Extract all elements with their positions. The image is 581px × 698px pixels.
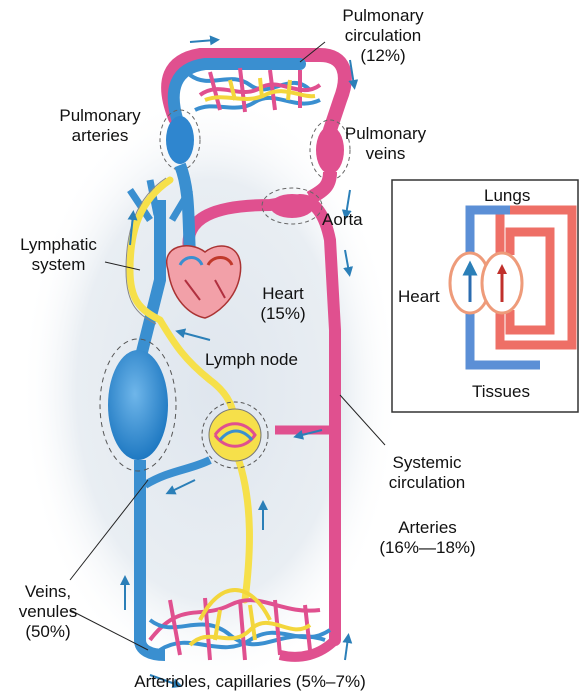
pulmonary-veins-label: Pulmonary veins [333,124,438,164]
systemic-circulation-label: Systemic circulation [372,453,482,493]
pulmonary-artery-bulb [166,116,194,164]
inset-lungs-label: Lungs [484,186,530,206]
pulmonary-arteries-label: Pulmonary arteries [40,106,160,146]
venous-reservoir [108,350,168,460]
heart-label: Heart (15%) [248,284,318,324]
arterioles-capillaries-label: Arterioles, capillaries (5%–7%) [80,672,420,692]
inset-heart-label: Heart [398,287,440,307]
aorta-label: Aorta [322,210,363,230]
aorta-bulb [270,194,314,218]
lymphatic-system-label: Lymphatic system [6,235,111,275]
veins-venules-label: Veins, venules (50%) [8,582,88,642]
lymph-node-label: Lymph node [205,350,298,370]
inset-tissues-label: Tissues [472,382,530,402]
arteries-label: Arteries (16%—18%) [360,518,495,558]
pulmonary-circulation-label: Pulmonary circulation (12%) [318,6,448,66]
